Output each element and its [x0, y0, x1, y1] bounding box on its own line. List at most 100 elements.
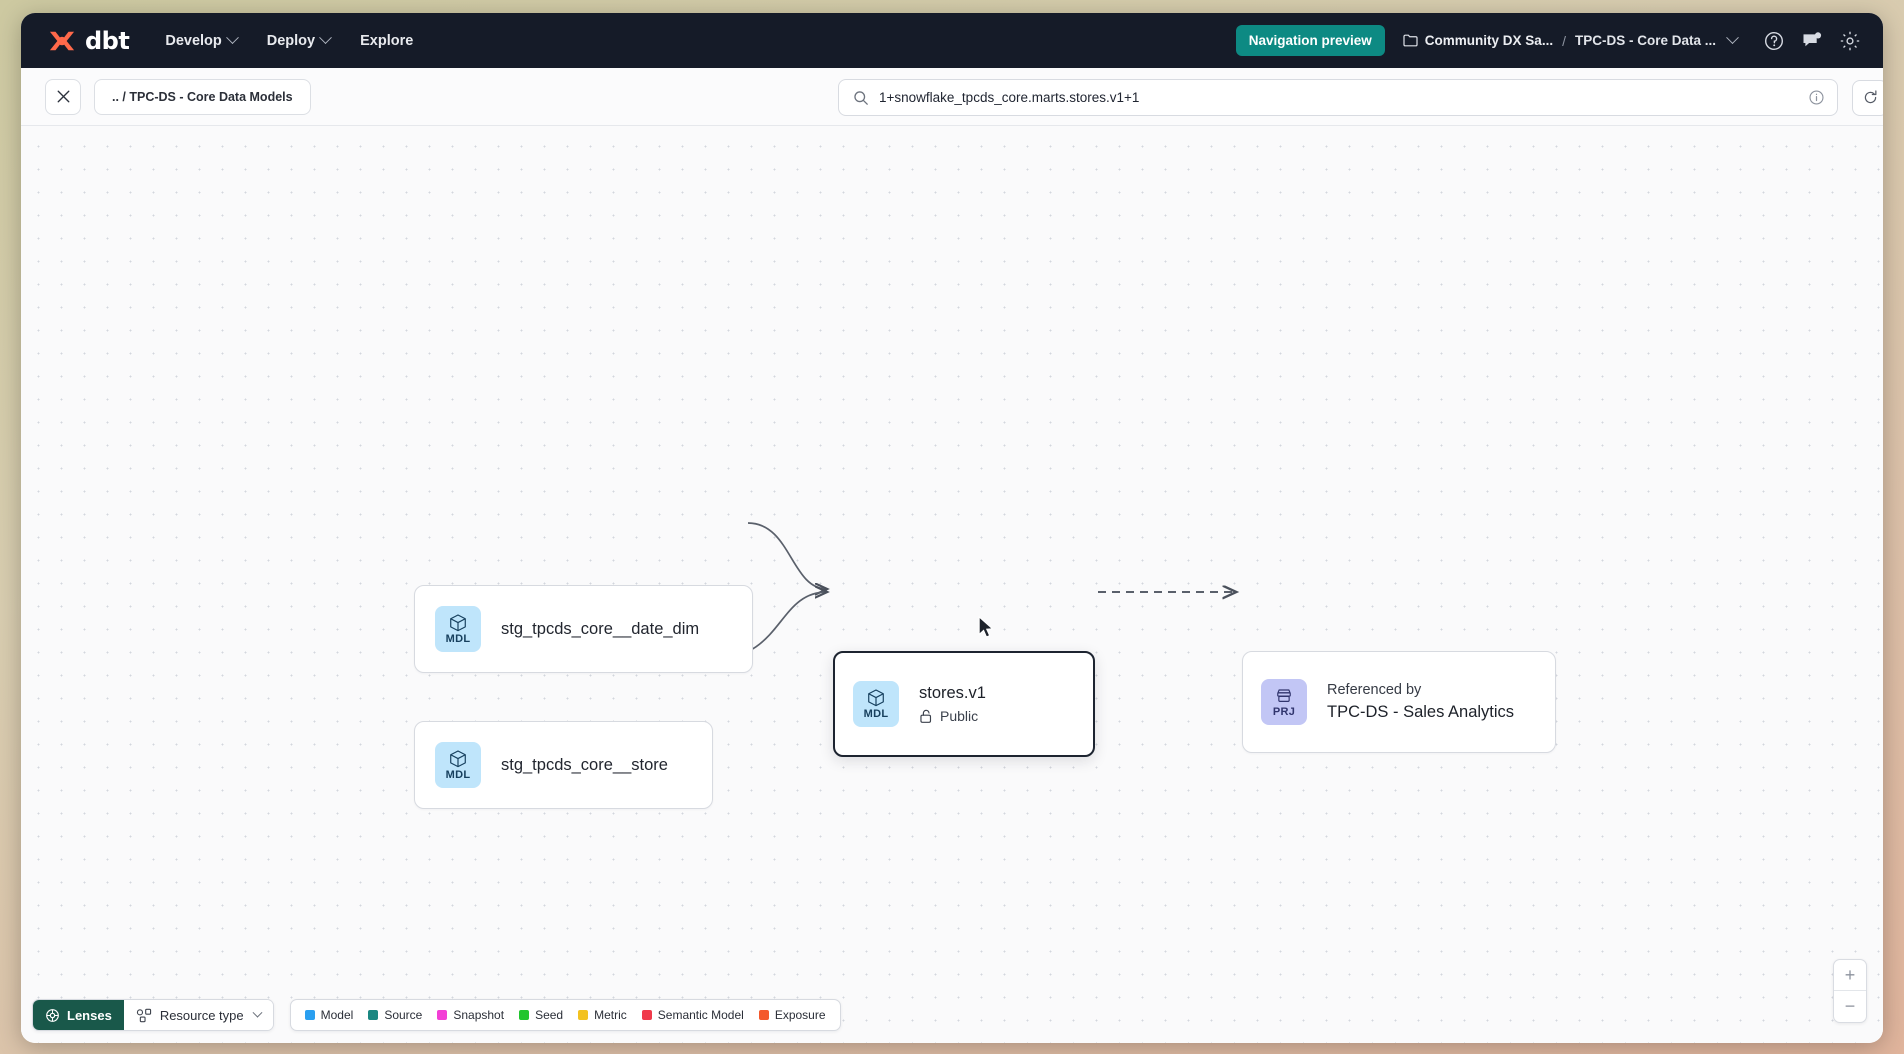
chevron-down-icon	[252, 1007, 262, 1017]
dbt-logo[interactable]: dbt	[47, 27, 129, 55]
node-access: Public	[919, 708, 986, 724]
legend-swatch	[642, 1010, 652, 1020]
breadcrumb-project[interactable]: TPC-DS - Core Data ...	[1575, 33, 1737, 48]
legend-item-semantic-model[interactable]: Semantic Model	[642, 1008, 744, 1022]
unlock-icon	[919, 709, 933, 724]
legend-label: Metric	[594, 1008, 627, 1022]
node-text-stack: Referenced by TPC-DS - Sales Analytics	[1327, 682, 1514, 722]
lens-icon	[45, 1008, 60, 1023]
search-icon	[853, 90, 869, 106]
help-circle-icon[interactable]	[1763, 30, 1785, 52]
nav-develop[interactable]: Develop	[165, 33, 236, 49]
search-input[interactable]: 1+snowflake_tpcds_core.marts.stores.v1+1	[879, 90, 1798, 105]
node-badge-label: MDL	[864, 709, 889, 720]
legend-label: Semantic Model	[658, 1008, 744, 1022]
legend-swatch	[578, 1010, 588, 1020]
legend-item-model[interactable]: Model	[305, 1008, 354, 1022]
lineage-search-box[interactable]: 1+snowflake_tpcds_core.marts.stores.v1+1	[838, 79, 1838, 116]
legend-label: Model	[321, 1008, 354, 1022]
close-lineage-button[interactable]	[45, 79, 81, 115]
legend-swatch	[759, 1010, 769, 1020]
node-badge-prj: PRJ	[1261, 679, 1307, 725]
node-badge-label: MDL	[446, 770, 471, 781]
edge-date-dim-to-stores	[748, 523, 827, 589]
node-eyebrow: Referenced by	[1327, 682, 1514, 698]
legend-label: Source	[384, 1008, 422, 1022]
gear-icon[interactable]	[1839, 30, 1861, 52]
nav-deploy[interactable]: Deploy	[267, 33, 330, 49]
legend-label: Exposure	[775, 1008, 826, 1022]
project-breadcrumb-pill[interactable]: .. / TPC-DS - Core Data Models	[94, 79, 311, 115]
resource-type-filter[interactable]: Resource type	[124, 1000, 273, 1030]
browser-window: dbt Develop Deploy Explore Navigation pr…	[21, 13, 1883, 1043]
legend-label: Snapshot	[453, 1008, 504, 1022]
info-circle-icon[interactable]	[1808, 89, 1825, 106]
dbt-x-logo-icon	[47, 28, 77, 54]
cube-icon	[866, 688, 886, 708]
project-stack-icon	[1274, 687, 1294, 706]
lineage-node-referenced-by-project[interactable]: PRJ Referenced by TPC-DS - Sales Analyti…	[1242, 651, 1556, 753]
folder-icon	[1403, 34, 1418, 47]
legend-swatch	[437, 1010, 447, 1020]
lineage-node-stores-v1[interactable]: MDL stores.v1 Public	[833, 651, 1095, 757]
cube-icon	[448, 613, 468, 633]
feedback-chat-icon[interactable]	[1801, 30, 1823, 52]
cube-icon	[448, 749, 468, 769]
lenses-label: Lenses	[67, 1008, 112, 1023]
chevron-down-icon	[1726, 31, 1739, 44]
lineage-toolbar: .. / TPC-DS - Core Data Models 1+snowfla…	[21, 68, 1883, 126]
lenses-button[interactable]: Lenses	[33, 1000, 124, 1030]
nav-develop-label: Develop	[165, 33, 221, 49]
node-label: stg_tpcds_core__date_dim	[501, 620, 699, 639]
breadcrumb-separator: /	[1562, 33, 1566, 49]
lineage-node-stg-date-dim[interactable]: MDL stg_tpcds_core__date_dim	[414, 585, 753, 673]
header-icon-group	[1747, 30, 1861, 52]
legend-swatch	[305, 1010, 315, 1020]
legend-item-metric[interactable]: Metric	[578, 1008, 627, 1022]
node-title: stores.v1	[919, 684, 986, 703]
legend-item-exposure[interactable]: Exposure	[759, 1008, 826, 1022]
node-badge-mdl: MDL	[435, 742, 481, 788]
lineage-canvas[interactable]: MDL stg_tpcds_core__date_dim MDL stg_tpc…	[21, 126, 1883, 1043]
resource-type-label: Resource type	[160, 1008, 244, 1023]
dbt-logo-text: dbt	[85, 27, 129, 55]
lineage-edges	[21, 126, 1883, 1043]
breadcrumb-project-label: TPC-DS - Core Data ...	[1575, 33, 1716, 48]
legend-swatch	[368, 1010, 378, 1020]
refresh-icon	[1862, 89, 1879, 106]
nav-explore[interactable]: Explore	[360, 33, 413, 49]
node-badge-mdl: MDL	[853, 681, 899, 727]
node-label: stg_tpcds_core__store	[501, 756, 668, 775]
node-title: TPC-DS - Sales Analytics	[1327, 703, 1514, 722]
nodes-icon	[136, 1008, 152, 1023]
legend-item-snapshot[interactable]: Snapshot	[437, 1008, 504, 1022]
chevron-down-icon	[226, 31, 239, 44]
nav-explore-label: Explore	[360, 33, 413, 49]
node-text-stack: stores.v1 Public	[919, 684, 986, 724]
node-badge-label: MDL	[446, 634, 471, 645]
navigation-preview-badge[interactable]: Navigation preview	[1236, 25, 1385, 56]
node-access-label: Public	[940, 708, 978, 724]
zoom-controls: + −	[1833, 959, 1867, 1023]
app-header: dbt Develop Deploy Explore Navigation pr…	[21, 13, 1883, 68]
legend-label: Seed	[535, 1008, 563, 1022]
resource-type-legend: Model Source Snapshot Seed	[290, 999, 841, 1031]
legend-item-seed[interactable]: Seed	[519, 1008, 563, 1022]
node-badge-label: PRJ	[1273, 707, 1295, 718]
bottom-controls: Lenses Resource type	[32, 999, 841, 1031]
node-badge-mdl: MDL	[435, 606, 481, 652]
breadcrumb-account[interactable]: Community DX Sa...	[1403, 33, 1553, 48]
lens-filter-group: Lenses Resource type	[32, 999, 274, 1031]
search-area: 1+snowflake_tpcds_core.marts.stores.v1+1	[838, 79, 1883, 116]
legend-swatch	[519, 1010, 529, 1020]
refresh-lineage-button[interactable]	[1852, 80, 1883, 116]
zoom-out-button[interactable]: −	[1834, 991, 1866, 1022]
nav-deploy-label: Deploy	[267, 33, 315, 49]
breadcrumb-account-label: Community DX Sa...	[1425, 33, 1553, 48]
lineage-node-stg-store[interactable]: MDL stg_tpcds_core__store	[414, 721, 713, 809]
chevron-down-icon	[319, 31, 332, 44]
legend-item-source[interactable]: Source	[368, 1008, 422, 1022]
zoom-in-button[interactable]: +	[1834, 960, 1866, 991]
close-icon	[56, 89, 71, 104]
